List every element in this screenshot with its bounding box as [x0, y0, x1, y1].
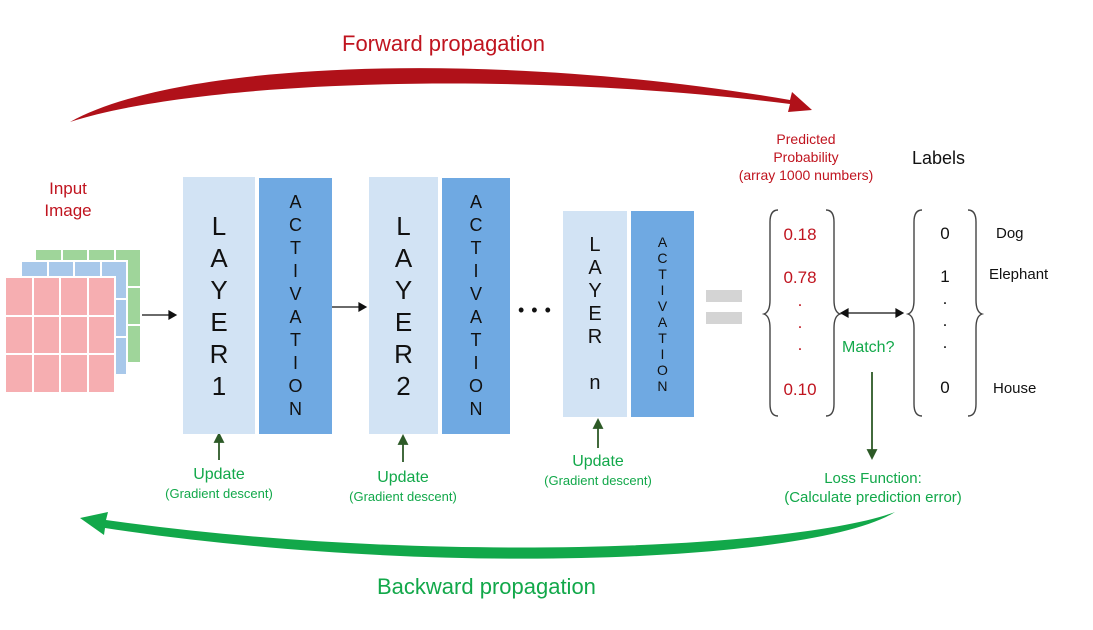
label-value-1: 0	[940, 224, 950, 243]
label-value-last: 0	[940, 378, 950, 397]
predicted-value-dots: . . .	[797, 291, 803, 354]
update-arrow-3	[592, 417, 604, 448]
input-image-red-channel	[4, 276, 116, 394]
update-subtitle-1: (Gradient descent)	[165, 486, 273, 501]
labels-left-brace	[905, 209, 923, 417]
match-label: Match?	[842, 339, 895, 356]
activation-2-block: A C T I V A T I O N	[442, 178, 510, 434]
equals-sign-top	[706, 290, 742, 302]
predicted-left-brace	[761, 209, 779, 417]
backward-propagation-arrow	[80, 512, 895, 559]
match-double-arrow	[839, 307, 905, 319]
labels-right-brace	[967, 209, 985, 417]
equals-sign-bottom	[706, 312, 742, 324]
predicted-value-2: 0.78	[783, 268, 817, 287]
predicted-probability-header: Predicted Probability (array 1000 number…	[738, 131, 874, 183]
update-label-2: Update (Gradient descent)	[333, 468, 473, 505]
label-value-2: 1	[940, 267, 950, 286]
predicted-value-1: 0.18	[783, 225, 817, 244]
layers-ellipsis: • • •	[518, 300, 552, 320]
predicted-right-brace	[825, 209, 843, 417]
layer-2-block: L A Y E R 2	[369, 177, 438, 434]
forward-propagation-arrow	[70, 68, 812, 122]
update-title-1: Update	[193, 466, 245, 483]
input-image-label: Input Image	[44, 179, 92, 220]
activation-n-block: A C T I V A T I O N	[631, 211, 694, 417]
input-to-layer1-arrow	[142, 309, 178, 321]
act1-to-layer2-arrow	[332, 301, 368, 313]
loss-function-label: Loss Function: (Calculate prediction err…	[784, 470, 962, 506]
labels-header: Labels	[912, 148, 966, 168]
update-subtitle-2: (Gradient descent)	[349, 489, 457, 504]
class-label-elephant: Elephant	[989, 266, 1049, 283]
layer-n-block: L A Y E R n	[563, 211, 627, 417]
backward-propagation-title: Backward propagation	[377, 574, 596, 599]
class-label-house: House	[993, 380, 1037, 397]
layer-1-block: L A Y E R 1	[183, 177, 255, 434]
update-label-1: Update (Gradient descent)	[149, 465, 289, 502]
update-title-3: Update	[572, 453, 624, 470]
predicted-value-last: 0.10	[783, 380, 817, 399]
update-title-2: Update	[377, 469, 429, 486]
label-value-dots: . . .	[942, 289, 948, 352]
activation-1-block: A C T I V A T I O N	[259, 178, 332, 434]
update-subtitle-3: (Gradient descent)	[544, 473, 652, 488]
match-to-loss-arrow	[866, 372, 878, 461]
update-arrow-2	[397, 433, 409, 462]
forward-propagation-title: Forward propagation	[342, 31, 546, 56]
class-label-dog: Dog	[996, 225, 1024, 242]
update-label-3: Update (Gradient descent)	[528, 452, 668, 489]
update-arrow-1	[213, 431, 225, 460]
